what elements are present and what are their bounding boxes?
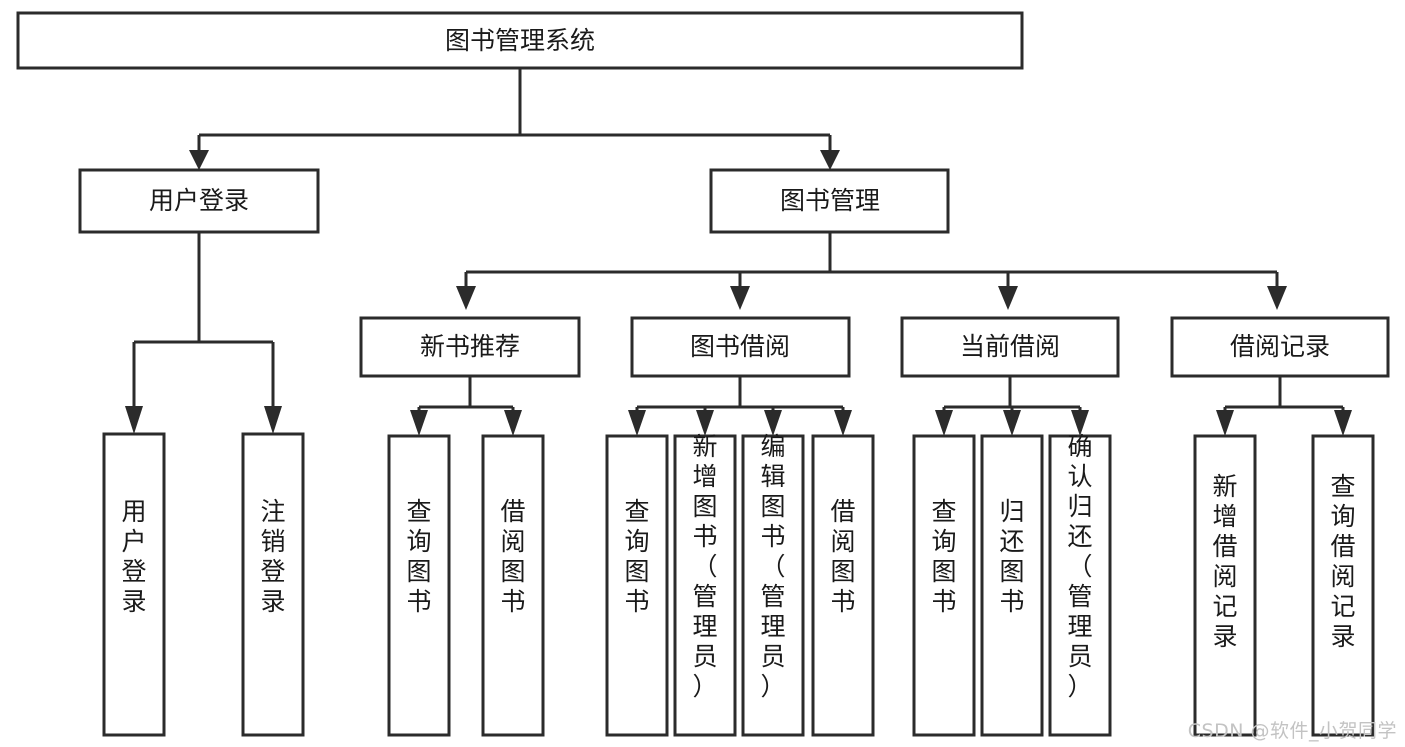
node-borrow-record-label: 借阅记录 — [1230, 332, 1330, 361]
arrow-head-bb-leaf-1 — [696, 410, 714, 436]
arrow-head-cb-leaf-2 — [1071, 410, 1089, 436]
node-current-borrow[interactable]: 当前借阅 — [900, 316, 1120, 378]
arrow-head-bb-leaf-3 — [834, 410, 852, 436]
leaf-user-login-0-box[interactable] — [102, 432, 166, 737]
node-book-manage-label: 图书管理 — [780, 186, 880, 215]
arrow-head-book-manage — [820, 150, 840, 170]
leaf-new-book-rec-1-box[interactable] — [481, 434, 545, 737]
node-current-borrow-box[interactable] — [900, 316, 1120, 378]
connector-current-borrow-to-leaves — [935, 376, 1089, 436]
leaf-book-borrow-3-label: 借阅图书 — [830, 497, 855, 616]
node-book-borrow[interactable]: 图书借阅 — [630, 316, 851, 378]
leaf-node[interactable]: 归还图书 — [980, 434, 1044, 737]
leaf-user-login-1-box[interactable] — [241, 432, 305, 737]
leaf-node[interactable]: 查询图书 — [912, 434, 976, 737]
arrow-head-br-leaf-0 — [1216, 410, 1234, 436]
leaf-current-borrow-1-label: 归还图书 — [999, 497, 1024, 616]
leaf-user-login-0-label: 用户登录 — [121, 497, 146, 616]
arrow-head-book-borrow — [730, 286, 750, 310]
node-borrow-record[interactable]: 借阅记录 — [1170, 316, 1390, 378]
connector-root-to-level2 — [189, 68, 840, 170]
node-root[interactable]: 图书管理系统 — [16, 11, 1024, 70]
leaf-borrow-record-1-label: 查询借阅记录 — [1330, 472, 1355, 651]
csdn-watermark: CSDN @软件_小贺同学 — [1187, 720, 1397, 742]
leaf-node[interactable]: 新增图书（管理员） — [673, 432, 737, 737]
connector-user-login-to-leaves — [125, 232, 282, 434]
leaf-new-book-rec-0-label: 查询图书 — [406, 497, 431, 616]
leaf-book-borrow-2-label: 编辑图书（管理员） — [760, 432, 785, 701]
leaf-book-borrow-1-label: 新增图书（管理员） — [692, 432, 717, 701]
node-user-login-box[interactable] — [78, 168, 320, 234]
node-root-label: 图书管理系统 — [445, 26, 595, 55]
leaf-node[interactable]: 新增借阅记录 — [1193, 434, 1257, 737]
node-user-login[interactable]: 用户登录 — [78, 168, 320, 234]
leaf-book-borrow-3-box[interactable] — [811, 434, 875, 737]
leaf-node[interactable]: 确认归还（管理员） — [1048, 432, 1112, 737]
node-new-book-rec-box[interactable] — [359, 316, 581, 378]
connector-book-manage-to-level3 — [456, 232, 1287, 310]
arrow-head-bb-leaf-2 — [764, 410, 782, 436]
arrow-head-nb-leaf-1 — [504, 410, 522, 436]
arrow-head-cb-leaf-1 — [1003, 410, 1021, 436]
leaf-node[interactable]: 借阅图书 — [811, 434, 875, 737]
leaf-borrow-record-0-label: 新增借阅记录 — [1212, 472, 1237, 651]
node-book-borrow-label: 图书借阅 — [690, 332, 790, 361]
node-book-manage[interactable]: 图书管理 — [709, 168, 950, 234]
leaf-node[interactable]: 注销登录 — [241, 432, 305, 737]
leaf-book-borrow-1-box[interactable] — [673, 434, 737, 737]
leaf-current-borrow-0-box[interactable] — [912, 434, 976, 737]
node-new-book-rec-label: 新书推荐 — [420, 332, 520, 361]
leaf-borrow-record-0-box[interactable] — [1193, 434, 1257, 737]
connector-book-borrow-to-leaves — [628, 376, 852, 436]
leaf-user-login-1-label: 注销登录 — [260, 497, 285, 616]
arrow-head-user-login — [189, 150, 209, 170]
node-current-borrow-label: 当前借阅 — [960, 332, 1060, 361]
arrow-head-current-borrow — [998, 286, 1018, 310]
arrow-head-bb-leaf-0 — [628, 410, 646, 436]
node-root-box[interactable] — [16, 11, 1024, 70]
leaf-new-book-rec-0-box[interactable] — [387, 434, 451, 737]
node-new-book-rec[interactable]: 新书推荐 — [359, 316, 581, 378]
leaf-book-borrow-0-label: 查询图书 — [624, 497, 649, 616]
node-book-manage-box[interactable] — [709, 168, 950, 234]
leaf-current-borrow-1-box[interactable] — [980, 434, 1044, 737]
leaf-node[interactable]: 查询借阅记录 — [1311, 434, 1375, 737]
arrow-head-ul-leaf-0 — [125, 406, 143, 434]
connector-borrow-record-to-leaves — [1216, 376, 1352, 436]
node-user-login-label: 用户登录 — [149, 186, 249, 215]
arrow-head-cb-leaf-0 — [935, 410, 953, 436]
leaf-current-borrow-2-label: 确认归还（管理员） — [1067, 432, 1092, 701]
arrow-head-nb-leaf-0 — [410, 410, 428, 436]
leaf-node[interactable]: 查询图书 — [605, 434, 669, 737]
node-borrow-record-box[interactable] — [1170, 316, 1390, 378]
leaf-current-borrow-2-box[interactable] — [1048, 434, 1112, 737]
node-book-borrow-box[interactable] — [630, 316, 851, 378]
leaf-book-borrow-2-box[interactable] — [741, 434, 805, 737]
arrow-head-borrow-record — [1267, 286, 1287, 310]
leaf-current-borrow-0-label: 查询图书 — [931, 497, 956, 616]
arrow-head-new-book — [456, 286, 476, 310]
arrow-head-br-leaf-1 — [1334, 410, 1352, 436]
leaf-new-book-rec-1-label: 借阅图书 — [500, 497, 525, 616]
leaf-node[interactable]: 查询图书 — [387, 434, 451, 737]
arrow-head-ul-leaf-1 — [264, 406, 282, 434]
leaf-node[interactable]: 编辑图书（管理员） — [741, 432, 805, 737]
leaf-book-borrow-0-box[interactable] — [605, 434, 669, 737]
leaf-borrow-record-1-box[interactable] — [1311, 434, 1375, 737]
connector-new-book-to-leaves — [410, 376, 522, 436]
leaf-node[interactable]: 借阅图书 — [481, 434, 545, 737]
leaf-node[interactable]: 用户登录 — [102, 432, 166, 737]
